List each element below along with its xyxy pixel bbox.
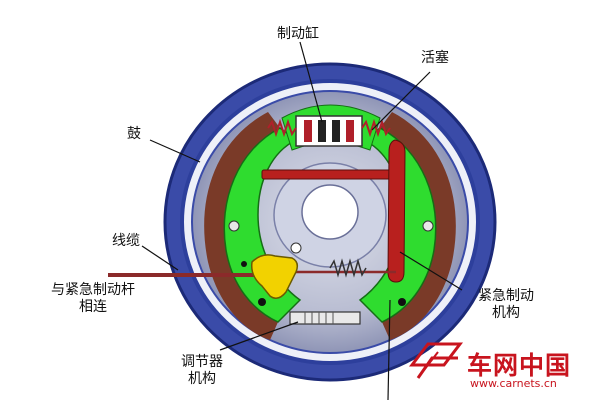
upper-return-spring	[361, 118, 391, 138]
cylinder-bore	[346, 120, 354, 142]
label-emergency-mechanism: 紧急制动 机构	[458, 288, 554, 322]
label-adjuster-mechanism-line1: 调节器	[181, 354, 223, 370]
label-drum: 鼓	[127, 126, 141, 142]
leader-line-cylinder	[299, 41, 323, 123]
leader-line-cable	[141, 245, 179, 271]
cylinder-bore	[318, 120, 326, 142]
label-emergency-mechanism-line1: 紧急制动	[478, 288, 534, 304]
right-brake-shoe-lining	[380, 112, 456, 340]
label-emergency-mechanism-line2: 机构	[492, 305, 520, 321]
upper-return-spring	[267, 118, 297, 138]
cylinder-bore	[332, 120, 340, 142]
adjuster-pivot	[290, 242, 302, 254]
cylinder-bore	[304, 120, 312, 142]
hold-down-pin	[422, 220, 434, 232]
label-adjuster-mechanism: 调节器 机构	[170, 354, 234, 388]
adjuster-screw	[289, 311, 361, 325]
left-brake-shoe-lining	[204, 112, 280, 340]
label-parking-brake-link-line2: 相连	[79, 299, 107, 315]
label-piston: 活塞	[421, 50, 449, 66]
watermark-brand: 车网中国	[467, 351, 572, 380]
hold-down-pin	[228, 220, 240, 232]
label-parking-brake-link-line1: 与紧急制动杆	[51, 282, 135, 298]
self-adjuster-lever	[250, 254, 299, 299]
anchor-pin	[241, 261, 247, 267]
leader-line-emergency	[399, 251, 463, 291]
leader-line-lower	[387, 299, 391, 400]
adjuster-screw-thread	[304, 312, 334, 324]
leader-line-drum	[149, 139, 201, 163]
label-wheel-cylinder: 制动缸	[277, 26, 319, 42]
carnets-logo-icon	[408, 342, 464, 379]
emergency-brake-lever	[387, 139, 406, 283]
watermark-url: www.carnets.cn	[470, 377, 557, 390]
leader-line-adjuster	[219, 321, 299, 351]
label-cable: 线缆	[112, 233, 140, 249]
axle-hole	[301, 184, 359, 240]
anchor-pin	[398, 298, 406, 306]
lower-return-spring	[329, 258, 367, 278]
leader-line-piston	[371, 71, 431, 131]
anchor-pin	[258, 298, 266, 306]
label-adjuster-mechanism-line2: 机构	[188, 371, 216, 387]
parking-strut	[261, 169, 399, 180]
label-parking-brake-link: 与紧急制动杆 相连	[30, 282, 156, 316]
